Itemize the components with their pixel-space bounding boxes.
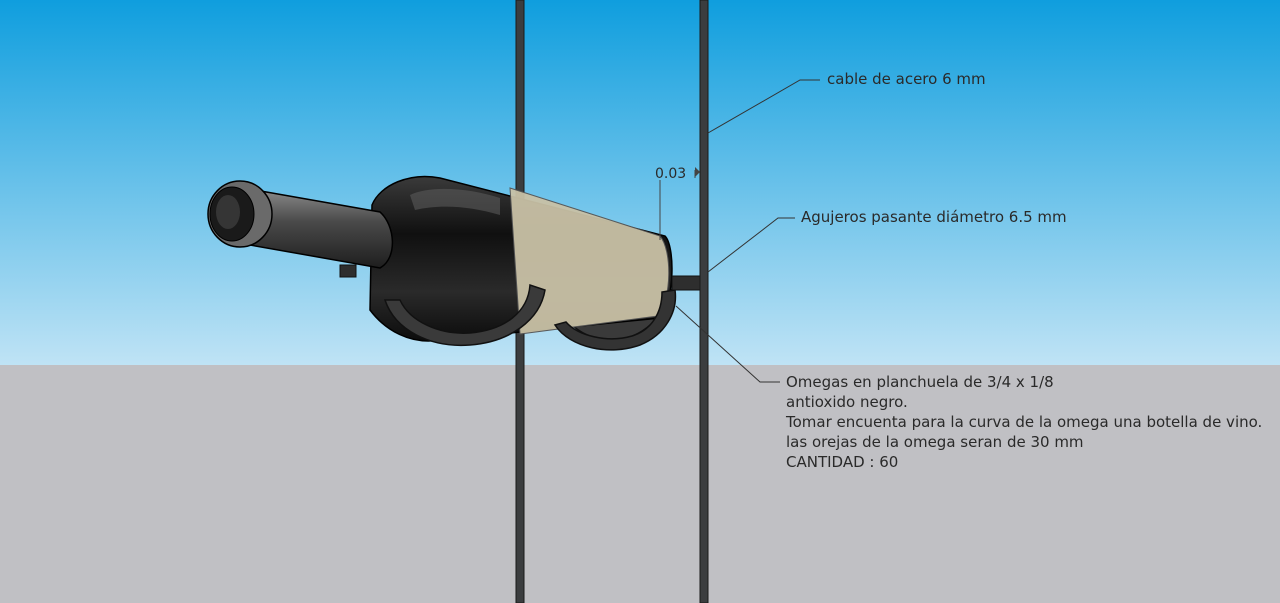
- omega-note-line: las orejas de la omega seran de 30 mm: [786, 433, 1084, 451]
- dimension-label: 0.03: [655, 166, 687, 182]
- omega-bracket-front: [339, 264, 709, 351]
- cable-annotation: cable de acero 6 mm: [827, 70, 986, 88]
- omega-notes: Omegas en planchuela de 3/4 x 1/8 antiox…: [786, 372, 1262, 472]
- wine-bottle: [207, 175, 673, 342]
- leader-lines: [675, 79, 820, 383]
- leader-holes: [707, 217, 795, 273]
- steel-cable-right: [699, 0, 709, 603]
- omega-note-line: CANTIDAD : 60: [786, 453, 899, 471]
- holes-annotation: Agujeros pasante diámetro 6.5 mm: [801, 208, 1067, 226]
- omega-note-line: Omegas en planchuela de 3/4 x 1/8: [786, 373, 1054, 391]
- leader-cable: [707, 79, 820, 134]
- omega-note-line: antioxido negro.: [786, 393, 908, 411]
- dimension-marker: [659, 167, 700, 240]
- ground: [0, 365, 1280, 603]
- leader-omega: [675, 305, 780, 383]
- omega-note-line: Tomar encuenta para la curva de la omega…: [786, 413, 1263, 431]
